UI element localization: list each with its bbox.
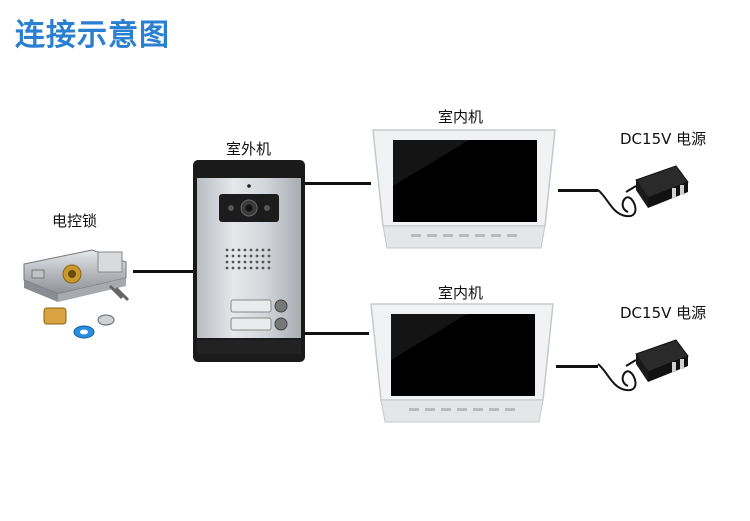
outdoor-unit-image: [193, 160, 305, 362]
power-adapter-top-image: [597, 165, 689, 218]
wire-outdoor-to-indoor-bottom: [305, 332, 369, 335]
wire-indoor-top-to-power: [558, 189, 598, 192]
wire-indoor-bottom-to-power: [556, 365, 598, 368]
power-adapter-bottom-image: [597, 339, 689, 392]
power-supply-top-label: DC15V 电源: [620, 130, 707, 148]
wire-lock-to-outdoor: [133, 270, 195, 273]
indoor-unit-bottom-label: 室内机: [438, 284, 484, 302]
power-supply-bottom-label: DC15V 电源: [620, 304, 707, 322]
indoor-monitor-bottom-image: [370, 303, 554, 423]
electric-lock-label: 电控锁: [52, 212, 98, 230]
wire-outdoor-to-indoor-top: [305, 182, 371, 185]
electric-lock-image: [23, 249, 130, 339]
indoor-unit-top-label: 室内机: [438, 108, 484, 126]
outdoor-unit-label: 室外机: [226, 140, 272, 158]
indoor-monitor-top-image: [372, 129, 556, 249]
page-title: 连接示意图: [15, 18, 170, 53]
